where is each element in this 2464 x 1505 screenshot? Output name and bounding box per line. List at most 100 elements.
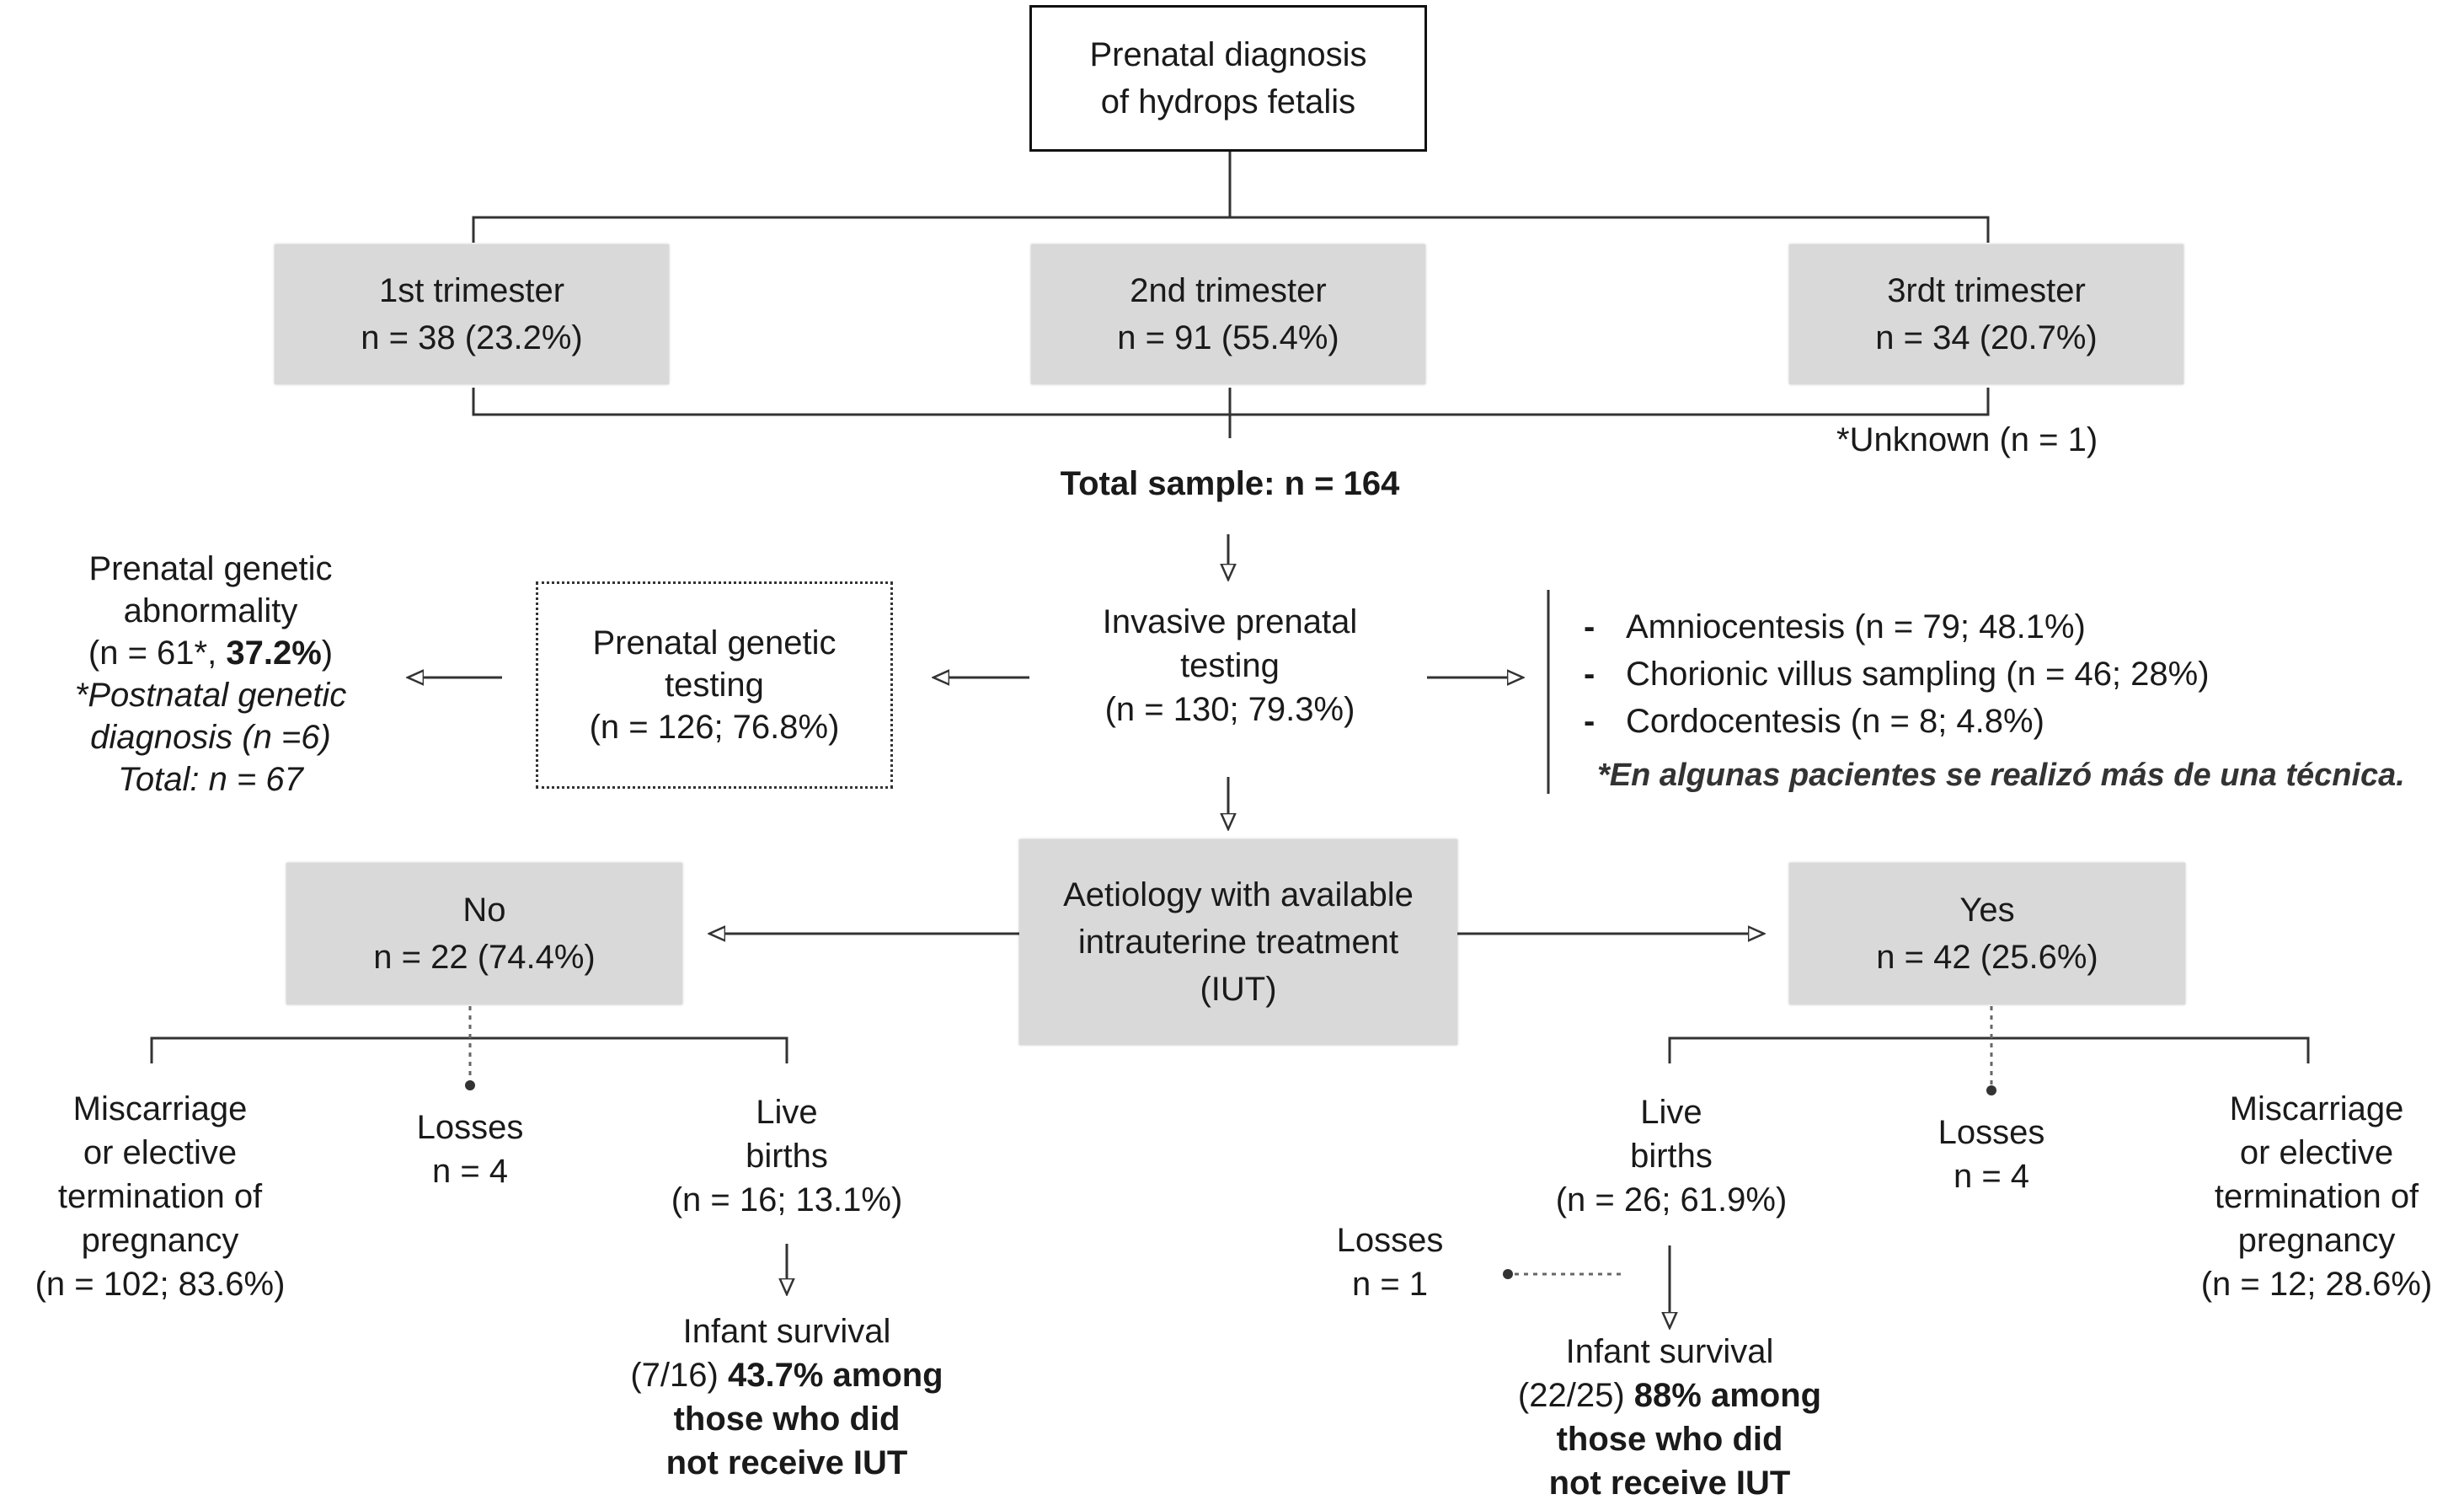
- yes-survival-ratio: (22/25): [1517, 1377, 1634, 1414]
- yes-survival-line1: Infant survival: [1565, 1333, 1774, 1370]
- yes-branch-bracket: [1668, 1036, 2310, 1063]
- genetic-abnormality: Prenatal genetic abnormality (n = 61*, 3…: [17, 548, 404, 801]
- no-miscarriage-line3: termination of: [57, 1178, 263, 1215]
- abnormality-line6: Total: n = 67: [118, 761, 303, 798]
- yes-losses: Losses n = 4: [1899, 1111, 2084, 1198]
- no-miscarriage-line2: or elective: [83, 1134, 238, 1171]
- yes-miscarriage-line3: termination of: [2214, 1178, 2419, 1215]
- trimester-label: 1st trimester: [378, 272, 565, 309]
- abnormality-percent: 37.2%: [226, 635, 322, 672]
- technique-text: Chorionic villus sampling (n = 46; 28%): [1626, 656, 2210, 693]
- yes-extra-losses-line1: Losses: [1336, 1222, 1444, 1259]
- trimester-count: n = 38 (23.2%): [361, 319, 583, 356]
- yes-live-line1: Live: [1640, 1094, 1702, 1131]
- invasive-line3: (n = 130; 79.3%): [1104, 691, 1355, 728]
- no-survival: Infant survival (7/16) 43.7% among those…: [585, 1310, 989, 1485]
- yes-losses-dot: [1986, 1085, 1996, 1095]
- root-line1: Prenatal diagnosis: [1089, 36, 1367, 73]
- no-losses: Losses n = 4: [377, 1106, 563, 1193]
- aetiology-line1: Aetiology with available: [1063, 876, 1414, 913]
- trimester-count: n = 91 (55.4%): [1117, 319, 1339, 356]
- total-sample: Total sample: n = 164: [1060, 465, 1400, 502]
- yes-extra-losses: Losses n = 1: [1314, 1218, 1466, 1306]
- no-survival-line4: not receive IUT: [665, 1444, 908, 1481]
- abnormality-line4: *Postnatal genetic: [74, 677, 347, 714]
- yes-miscarriage-line1: Miscarriage: [2229, 1090, 2404, 1127]
- trimester-label: 3rdt trimester: [1887, 272, 2086, 309]
- trimester-top-bracket: [472, 216, 1990, 243]
- root-box: Prenatal diagnosis of hydrops fetalis: [1029, 5, 1427, 152]
- techniques-list: -Amniocentesis (n = 79; 48.1%) -Chorioni…: [1584, 603, 2210, 745]
- technique-item: -Amniocentesis (n = 79; 48.1%): [1584, 603, 2210, 651]
- genetic-testing-line2: testing: [665, 667, 764, 704]
- technique-item: -Cordocentesis (n = 8; 4.8%): [1584, 698, 2210, 745]
- abnormality-count: (n = 61*,: [88, 635, 227, 672]
- yes-live-line3: (n = 26; 61.9%): [1555, 1181, 1788, 1218]
- abnormality-line2: abnormality: [123, 592, 298, 629]
- yes-count: n = 42 (25.6%): [1876, 939, 2098, 976]
- techniques-note: *En algunas pacientes se realizó más de …: [1597, 758, 2405, 793]
- yes-live-line2: births: [1630, 1138, 1713, 1175]
- trimester-count: n = 34 (20.7%): [1875, 319, 2098, 356]
- yes-box: Yes n = 42 (25.6%): [1789, 863, 2185, 1004]
- aetiology-line2: intrauterine treatment: [1077, 924, 1399, 961]
- extra-losses-dot: [1503, 1269, 1513, 1279]
- aetiology-line3: (IUT): [1200, 971, 1277, 1008]
- no-survival-line3: those who did: [673, 1401, 901, 1438]
- genetic-testing-line3: (n = 126; 76.8%): [589, 709, 840, 746]
- technique-dash: -: [1584, 656, 1595, 693]
- yes-miscarriage-line2: or elective: [2239, 1134, 2394, 1171]
- abnormality-line5: diagnosis (n =6): [90, 719, 331, 756]
- no-branch-bracket: [150, 1036, 788, 1063]
- no-losses-line1: Losses: [416, 1109, 524, 1146]
- technique-text: Amniocentesis (n = 79; 48.1%): [1626, 608, 2086, 645]
- invasive-testing: Invasive prenatal testing (n = 130; 79.3…: [1045, 600, 1415, 731]
- technique-item: -Chorionic villus sampling (n = 46; 28%): [1584, 651, 2210, 698]
- no-live-births: Live births (n = 16; 13.1%): [644, 1090, 930, 1222]
- trimester-1-box: 1st trimester n = 38 (23.2%): [275, 244, 669, 384]
- no-losses-line2: n = 4: [431, 1153, 509, 1190]
- no-survival-percent: 43.7% among: [727, 1357, 943, 1394]
- technique-dash: -: [1584, 608, 1595, 645]
- no-miscarriage-line4: pregnancy: [81, 1222, 239, 1259]
- yes-survival: Infant survival (22/25) 88% among those …: [1467, 1330, 1872, 1505]
- yes-survival-line4: not receive IUT: [1548, 1465, 1791, 1502]
- no-miscarriage: Miscarriage or elective termination of p…: [0, 1087, 320, 1306]
- yes-miscarriage: Miscarriage or elective termination of p…: [2173, 1087, 2460, 1306]
- no-live-line1: Live: [756, 1094, 818, 1131]
- genetic-testing-box: Prenatal genetic testing (n = 126; 76.8%…: [536, 581, 893, 789]
- no-live-line2: births: [746, 1138, 828, 1175]
- no-survival-line2: (7/16) 43.7% among: [585, 1353, 989, 1397]
- yes-live-births: Live births (n = 26; 61.9%): [1528, 1090, 1815, 1222]
- technique-dash: -: [1584, 703, 1595, 740]
- root-line2: of hydrops fetalis: [1100, 83, 1356, 121]
- yes-extra-losses-line2: n = 1: [1351, 1266, 1429, 1303]
- yes-losses-line2: n = 4: [1953, 1158, 2030, 1195]
- yes-miscarriage-line5: (n = 12; 28.6%): [2200, 1266, 2433, 1303]
- no-survival-ratio: (7/16): [630, 1357, 728, 1394]
- invasive-line2: testing: [1180, 647, 1280, 684]
- abnormality-line3: (n = 61*, 37.2%): [17, 632, 404, 674]
- yes-label: Yes: [1959, 892, 2015, 929]
- genetic-testing-line1: Prenatal genetic: [592, 624, 836, 661]
- invasive-line1: Invasive prenatal: [1102, 603, 1358, 640]
- no-live-line3: (n = 16; 13.1%): [671, 1181, 903, 1218]
- yes-losses-line1: Losses: [1938, 1114, 2045, 1151]
- no-survival-line1: Infant survival: [682, 1313, 891, 1350]
- no-miscarriage-line5: (n = 102; 83.6%): [35, 1266, 286, 1303]
- yes-survival-percent: 88% among: [1633, 1377, 1822, 1414]
- trimester-2-box: 2nd trimester n = 91 (55.4%): [1031, 244, 1425, 384]
- no-count: n = 22 (74.4%): [373, 939, 596, 976]
- aetiology-box: Aetiology with available intrauterine tr…: [1019, 839, 1457, 1045]
- trimester-3-box: 3rdt trimester n = 34 (20.7%): [1789, 244, 2183, 384]
- yes-survival-line3: those who did: [1556, 1421, 1783, 1458]
- trimester-label: 2nd trimester: [1130, 272, 1327, 309]
- yes-survival-line2: (22/25) 88% among: [1467, 1374, 1872, 1417]
- unknown-note: *Unknown (n = 1): [1836, 421, 2098, 458]
- no-miscarriage-line1: Miscarriage: [72, 1090, 248, 1127]
- abnormality-close: ): [321, 635, 334, 672]
- technique-text: Cordocentesis (n = 8; 4.8%): [1626, 703, 2044, 740]
- no-box: No n = 22 (74.4%): [286, 863, 682, 1004]
- yes-miscarriage-line4: pregnancy: [2237, 1222, 2396, 1259]
